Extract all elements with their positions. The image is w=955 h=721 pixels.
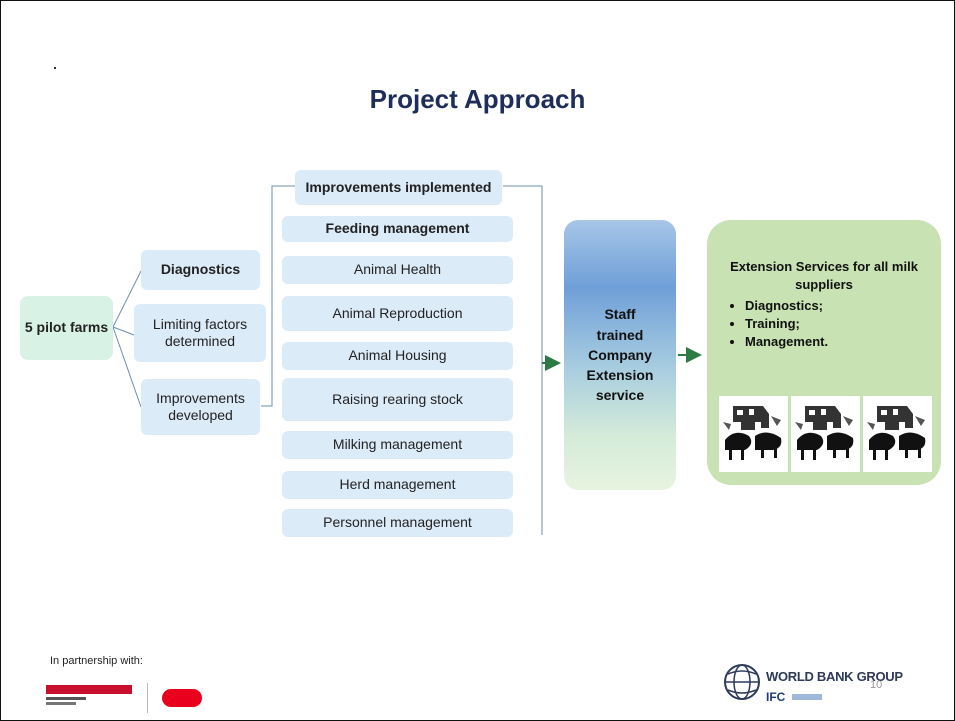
partner-logo-1 (46, 685, 132, 705)
cow-images (719, 396, 932, 472)
stray-dot (54, 67, 56, 69)
slide-title: Project Approach (369, 84, 586, 114)
bullet-item: Diagnostics; (745, 297, 931, 315)
implemented-header: Improvements implemented (295, 170, 502, 205)
extension-bullets: Diagnostics; Training; Management. (717, 297, 931, 352)
stage-improvements-developed: Improvements developed (141, 379, 260, 435)
area-item: Feeding management (282, 216, 513, 242)
partnership-label: In partnership with: (50, 655, 143, 667)
ifc-subtitle-mark (792, 694, 822, 700)
partner-logo-2 (162, 689, 202, 707)
pilot-farms-box: 5 pilot farms (20, 296, 113, 360)
stage-limiting-factors: Limiting factors determined (134, 304, 266, 362)
extension-services-box: Extension Services for all milk supplier… (707, 220, 941, 485)
slide-number: 10 (870, 679, 883, 691)
cow-image (791, 396, 860, 472)
logo-divider (147, 683, 148, 713)
staff-trained-box: Staff trained Company Extension service (564, 220, 676, 490)
cow-image (719, 396, 788, 472)
cow-image (863, 396, 932, 472)
ifc-label: IFC (766, 690, 786, 704)
area-item: Herd management (282, 471, 513, 499)
staff-label: Staff trained Company Extension service (586, 306, 654, 404)
bullet-item: Management. (745, 333, 931, 351)
globe-icon (724, 664, 760, 700)
bullet-item: Training; (745, 315, 931, 333)
area-item: Animal Reproduction (282, 296, 513, 331)
area-item: Raising rearing stock (282, 378, 513, 421)
area-item: Personnel management (282, 509, 513, 537)
extension-title: Extension Services for all milk supplier… (730, 259, 918, 292)
area-item: Milking management (282, 431, 513, 459)
stage-diagnostics: Diagnostics (141, 250, 260, 290)
area-item: Animal Health (282, 256, 513, 284)
world-bank-group-label: WORLD BANK GROUP (766, 669, 903, 684)
area-item: Animal Housing (282, 342, 513, 370)
